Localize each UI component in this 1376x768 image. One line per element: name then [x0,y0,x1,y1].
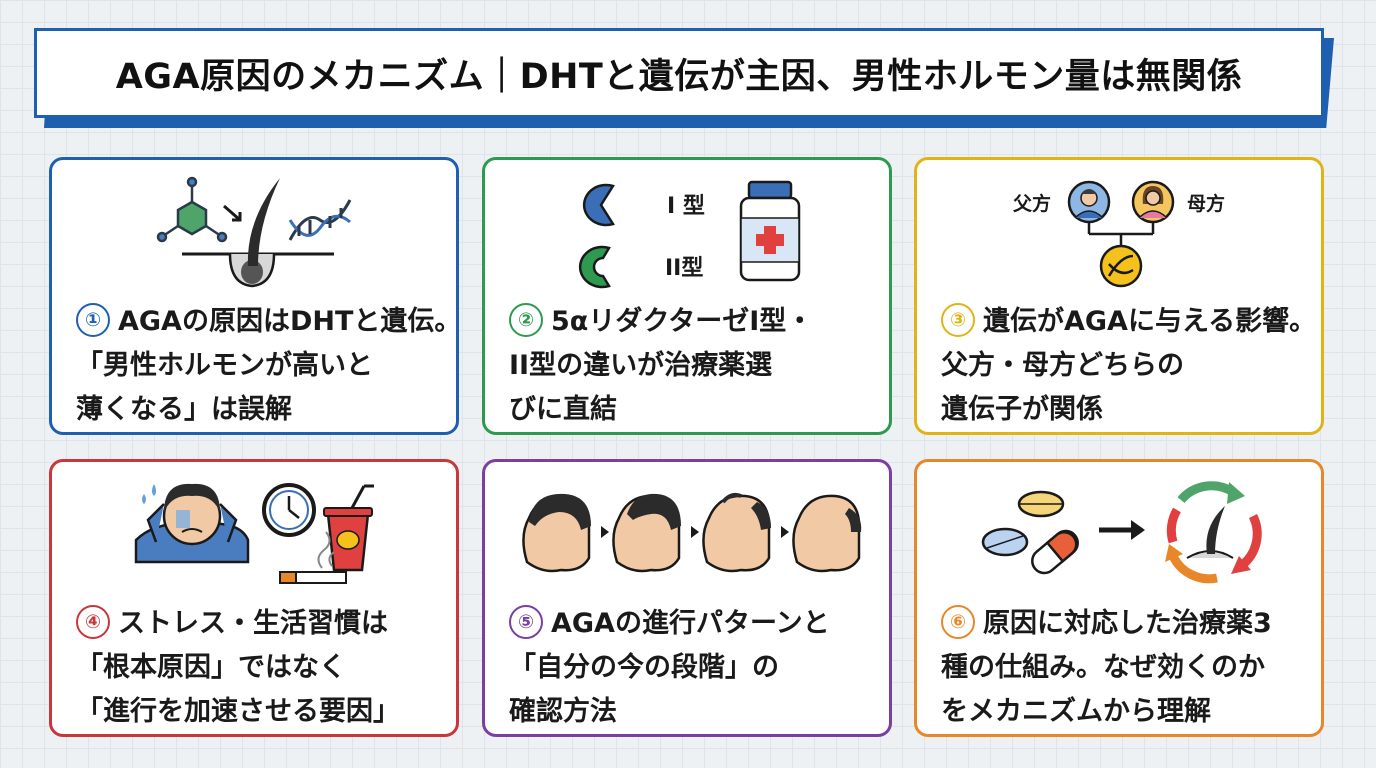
head-stage-1-icon [522,493,591,573]
card-4-line-3: 「進行を加速させる要因」 [76,696,400,727]
molecule-icon [156,176,228,243]
card-2-number: ② [509,303,543,337]
card-2-line-1: 5αリダクターゼI型・ [551,306,814,337]
card-1-number: ① [76,303,110,337]
card-6-line-1: 原因に対応した治療薬3 [983,608,1272,639]
card-4: ④ ストレス・生活習慣は 「根本原因」ではなく 「進行を加速させる要因」 [49,459,459,737]
card-4-illustration [134,483,374,584]
card-5-number: ⑤ [509,605,543,639]
dna-icon [288,199,352,241]
card-6-caption: ⑥ 原因に対応した治療薬3 種の仕組み。なぜ効くのか をメカニズムから理解 [941,602,1311,734]
card-5-illustration [522,492,862,573]
card-4-number: ④ [76,605,110,639]
drink-cup-icon [323,484,374,572]
card-3-line-2: 父方・母方どちらの [941,350,1184,381]
mother-avatar-icon [1131,180,1175,224]
enzyme-type2-icon [578,245,611,289]
arrow-right-icon [1099,520,1145,540]
stressed-man-icon [134,483,250,564]
title-banner: AGA原因のメカニズム｜DHTと遺伝が主因、男性ホルモン量は無関係 [34,28,1324,118]
card-5: ⑤ AGAの進行パターンと 「自分の今の段階」の 確認方法 [482,459,892,737]
card-1-line-3: 薄くなる」は誤解 [76,394,292,425]
card-5-line-2: 「自分の今の段階」の [509,652,779,683]
dna-icon [1099,244,1143,288]
card-1-line-1: AGAの原因はDHTと遺伝。 [118,306,462,337]
card-3-illustration: 父方 母方 [1012,180,1225,288]
arrow-icon [223,204,242,222]
card-3-line-1: 遺伝がAGAに与える影響。 [983,306,1317,337]
family-tree-lines [1087,222,1155,246]
type1-label: I 型 [667,194,705,219]
page-title: AGA原因のメカニズム｜DHTと遺伝が主因、男性ホルモン量は無関係 [115,56,1243,97]
card-2-line-3: びに直結 [509,394,617,425]
cycle-icon [1165,481,1262,584]
card-6: ⑥ 原因に対応した治療薬3 種の仕組み。なぜ効くのか をメカニズムから理解 [914,459,1324,737]
card-5-line-1: AGAの進行パターンと [551,608,830,639]
pills-icon [981,490,1079,575]
hair-follicle-icon [182,178,334,288]
card-1: ① AGAの原因はDHTと遺伝。 「男性ホルモンが高いと 薄くなる」は誤解 [49,157,461,435]
card-1-caption: ① AGAの原因はDHTと遺伝。 「男性ホルモンが高いと 薄くなる」は誤解 [76,300,461,432]
type2-label: II型 [665,256,703,281]
card-6-line-3: をメカニズムから理解 [941,696,1211,727]
head-stage-3-icon [702,492,771,573]
card-3-number: ③ [941,303,975,337]
clock-icon [262,483,316,537]
card-6-line-2: 種の仕組み。なぜ効くのか [941,652,1265,683]
card-6-illustration [981,481,1262,584]
mother-label: 母方 [1187,192,1225,215]
cigarette-icon [279,531,347,584]
arrow-icon [601,526,609,538]
card-2-caption: ② 5αリダクターゼI型・ II型の違いが治療薬選 びに直結 [509,300,879,432]
enzyme-type1-icon [582,183,615,227]
card-2: I 型 II型 ② 5αリダクターゼI型・ II型の違いが治療薬選 びに直結 [482,157,892,435]
card-4-caption: ④ ストレス・生活習慣は 「根本原因」ではなく 「進行を加速させる要因」 [76,602,446,734]
father-avatar-icon [1067,180,1111,224]
card-5-line-3: 確認方法 [509,696,617,727]
card-3-line-3: 遺伝子が関係 [941,394,1103,425]
card-4-line-1: ストレス・生活習慣は [118,608,388,639]
card-6-number: ⑥ [941,605,975,639]
card-1-line-2: 「男性ホルモンが高いと [76,350,373,381]
card-2-line-2: II型の違いが治療薬選 [509,350,773,381]
head-stage-2-icon [612,493,681,573]
medicine-bottle-icon [739,180,801,282]
card-4-line-2: 「根本原因」ではなく [76,652,346,683]
head-stage-4-icon [792,494,862,573]
card-1-illustration [156,176,352,288]
card-2-illustration: I 型 II型 [578,180,801,289]
arrow-icon [691,526,699,538]
arrow-icon [781,526,789,538]
card-5-caption: ⑤ AGAの進行パターンと 「自分の今の段階」の 確認方法 [509,602,879,734]
father-label: 父方 [1012,192,1051,215]
card-3-caption: ③ 遺伝がAGAに与える影響。 父方・母方どちらの 遺伝子が関係 [941,300,1316,432]
